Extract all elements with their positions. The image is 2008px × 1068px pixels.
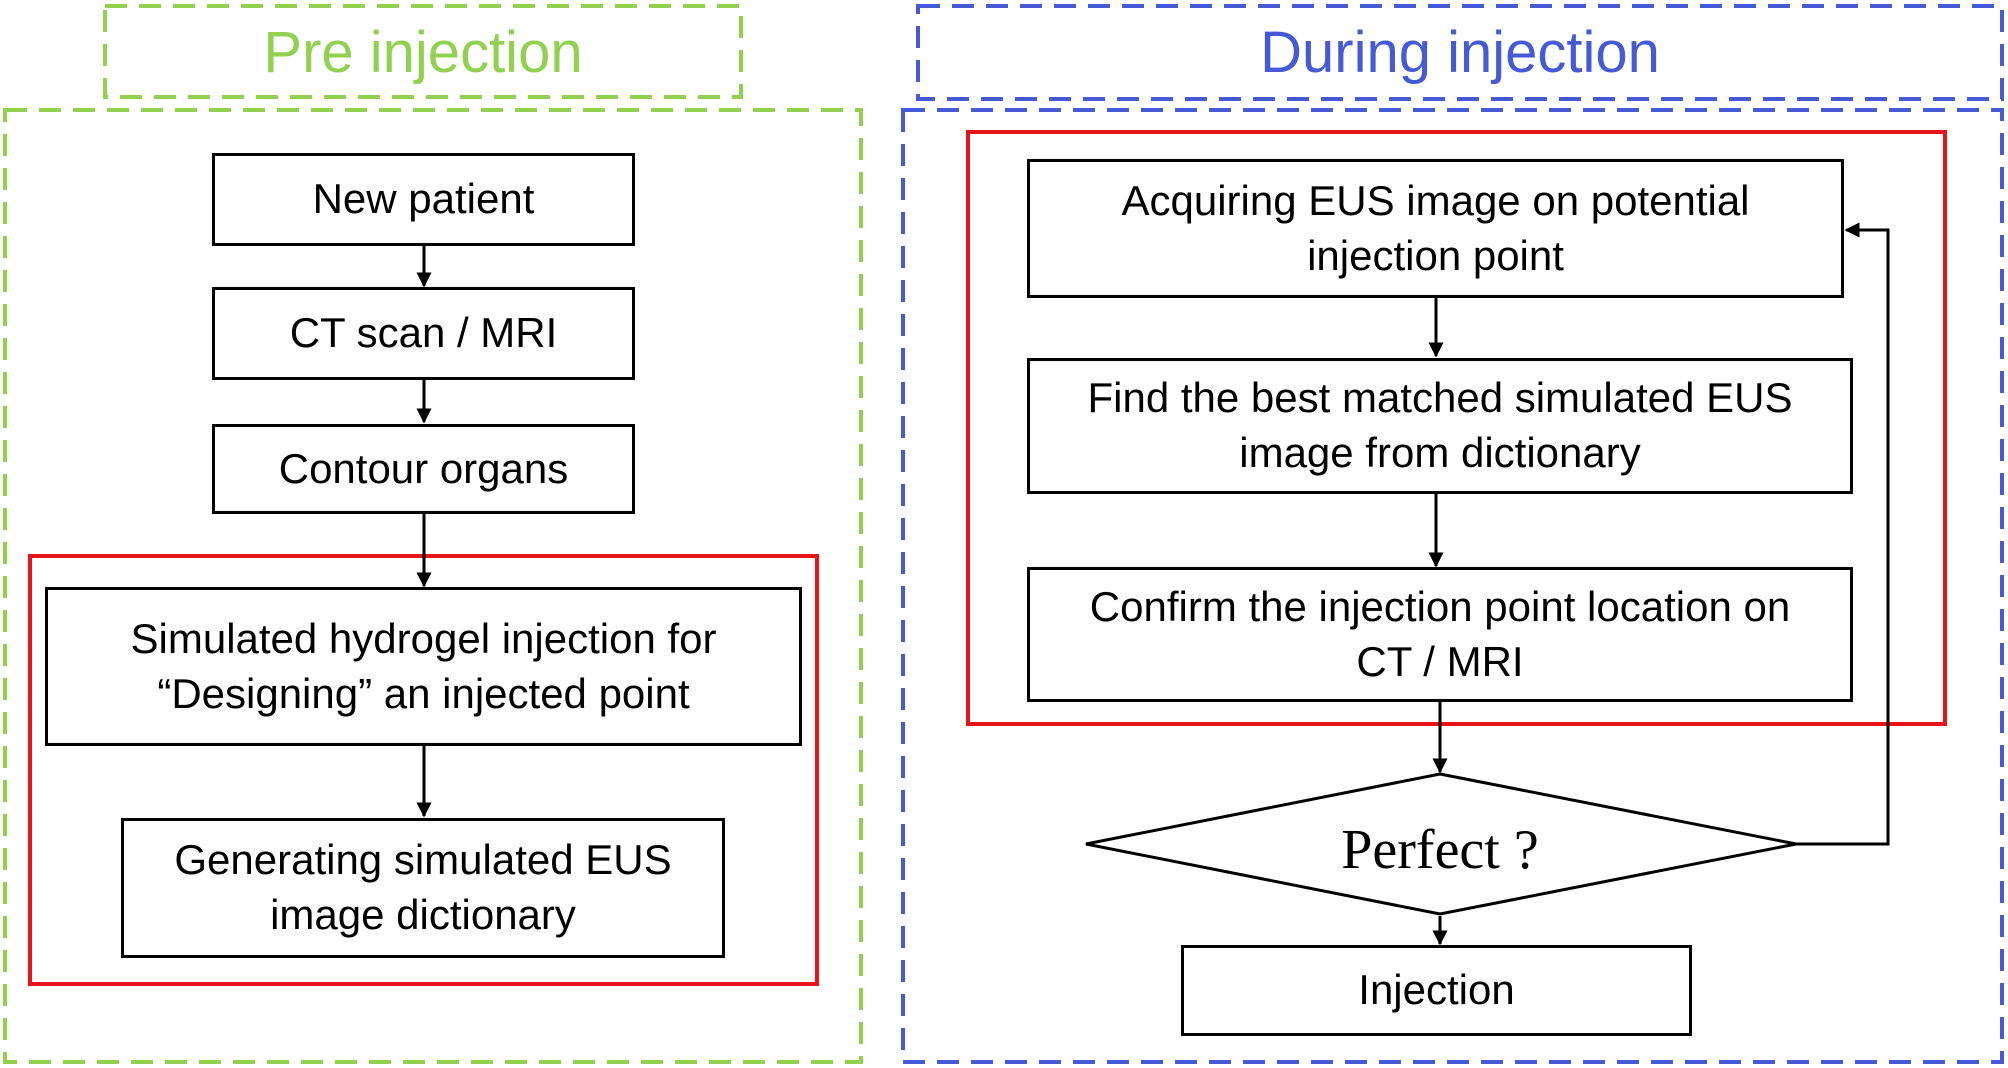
pre-injection-title-frame [103, 4, 743, 99]
step-find-match: Find the best matched simulated EUS imag… [1027, 358, 1853, 494]
step-generating-dictionary-line2: image dictionary [270, 891, 576, 938]
during-injection-frame [901, 108, 2004, 1064]
decision-label: Perfect ? [1341, 819, 1539, 881]
during-injection-title: During injection [1260, 20, 1660, 85]
during-matching-highlight [966, 130, 1947, 726]
step-acquiring-eus-line2: injection point [1307, 231, 1564, 279]
step-acquiring-eus: Acquiring EUS image on potential injecti… [1027, 159, 1844, 298]
step-simulated-injection-line2: “Designing” an injected point [157, 669, 690, 717]
step-generating-dictionary: Generating simulated EUS image dictionar… [121, 818, 725, 958]
step-ct-scan: CT scan / MRI [212, 287, 635, 380]
step-contour-organs: Contour organs [212, 424, 635, 514]
step-ct-scan-label: CT scan / MRI [289, 309, 558, 357]
during-injection-title-frame [916, 4, 2004, 101]
step-find-match-line1: Find the best matched simulated EUS [1087, 374, 1793, 422]
loop-back-arrow [1796, 222, 1890, 846]
step-confirm-location-line1: Confirm the injection point location on [1089, 582, 1791, 630]
pre-injection-frame [3, 108, 863, 1064]
step-new-patient: New patient [212, 153, 635, 246]
step-find-match-line2: image from dictionary [1239, 429, 1641, 476]
step-new-patient-label: New patient [312, 175, 535, 223]
step-injection: Injection [1181, 945, 1692, 1036]
step-generating-dictionary-line1: Generating simulated EUS [174, 836, 672, 884]
step-simulated-injection: Simulated hydrogel injection for “Design… [45, 587, 802, 746]
decision-diamond [1085, 772, 1797, 916]
step-confirm-location: Confirm the injection point location on … [1027, 567, 1853, 702]
step-injection-label: Injection [1358, 966, 1515, 1014]
step-simulated-injection-line1: Simulated hydrogel injection for [130, 614, 717, 662]
step-contour-organs-label: Contour organs [278, 444, 569, 492]
step-confirm-location-line2: CT / MRI [1356, 637, 1524, 685]
pre-injection-title: Pre injection [263, 20, 583, 85]
step-acquiring-eus-line1: Acquiring EUS image on potential [1121, 176, 1750, 224]
